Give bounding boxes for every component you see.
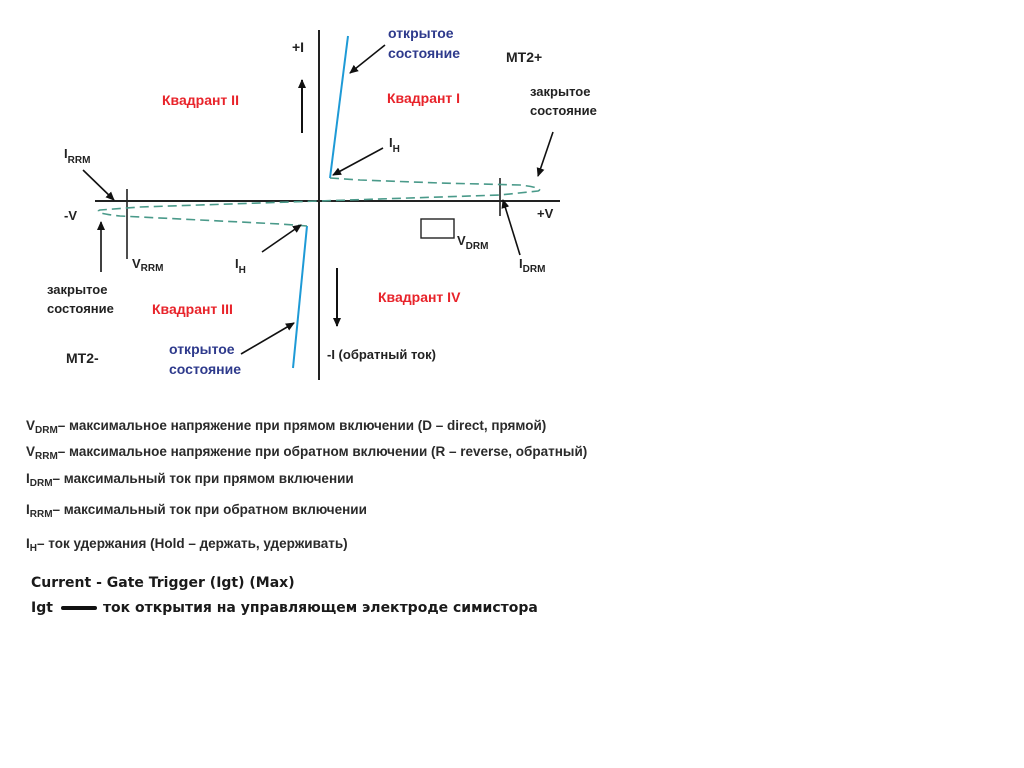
footer-notes: Current - Gate Trigger (Igt) (Max) Igt т… [31,572,651,620]
legend-symbol: VRRM [26,444,58,462]
igt-definition: Igt ток открытия на управляющем электрод… [31,596,651,620]
pointer-irrm [82,169,115,201]
minus-v-label: -V [64,208,77,223]
closed-state-left-line1: закрытое [47,282,107,297]
closed-state-left-line2: состояние [47,301,114,316]
legend-text: – максимальный ток при обратном включени… [52,502,367,517]
legend-symbol: IDRM [26,471,53,489]
legend-text: – ток удержания (Hold – держать, удержив… [37,536,348,551]
triac-vi-characteristic-diagram: +I -I (обратный ток) +V -V Квадрант I Кв… [47,25,597,380]
gate-trigger-heading: Current - Gate Trigger (Igt) (Max) [31,575,295,591]
legend-symbol: IH [26,536,37,554]
quadrant-2-label: Квадрант II [162,92,239,108]
open-state-top-line2: состояние [388,45,460,61]
vdrm-label: VDRM [457,233,488,252]
dash-mark [60,606,97,610]
mt2-minus-label: MT2- [66,350,99,366]
closed-state-right-line2: состояние [530,103,597,118]
pointer-ih-bottom [261,224,302,253]
quadrant-1-label: Квадрант I [387,90,460,106]
vrrm-label: VRRM [132,256,163,274]
legend-row-vdrm: VDRM– максимальное напряжение при прямом… [26,418,546,436]
legend-symbol: VDRM [26,418,58,436]
ih-bottom-label: IH [235,256,246,276]
quadrant-3-label: Квадрант III [152,301,233,317]
quadrant-4-label: Квадрант IV [378,289,461,305]
pointer-open-top [349,44,386,74]
open-state-top-line1: открытое [388,25,454,41]
pointer-idrm [501,199,521,256]
pointer-closed-right [536,131,554,177]
off-state-curve-q1 [318,177,541,202]
legend-row-idrm: IDRM– максимальный ток при прямом включе… [26,471,354,489]
plus-i-label: +I [292,39,304,55]
off-state-curve-q3 [97,200,320,227]
pointer-open-bottom [240,322,295,355]
legend-row-irrm: IRRM– максимальный ток при обратном вклю… [26,502,367,520]
pointer-ih-top [332,147,384,176]
legend-text: – максимальное напряжение при прямом вкл… [57,418,547,433]
irrm-label: IRRM [64,146,90,166]
idrm-label: IDRM [519,256,545,275]
open-state-bottom-line2: состояние [169,361,241,377]
legend-text: – максимальное напряжение при обратном в… [57,444,588,459]
plus-v-label: +V [537,206,554,221]
ih-top-label: IH [389,135,400,155]
on-state-curve-q3 [292,225,308,369]
igt-description: ток открытия на управляющем электроде си… [102,600,538,616]
legend-text: – максимальный ток при прямом включении [52,471,354,486]
on-state-curve-q1 [329,35,349,179]
open-state-bottom-line1: открытое [169,341,235,357]
minus-i-label: -I (обратный ток) [327,347,436,362]
closed-state-right-line1: закрытое [530,84,590,99]
vdrm-box [420,218,455,239]
legend-row-vrrm: VRRM– максимальное напряжение при обратн… [26,444,587,462]
legend-row-ih: IH– ток удержания (Hold – держать, удерж… [26,536,348,554]
legend-symbol: IRRM [26,502,53,520]
mt2-plus-label: MT2+ [506,49,542,65]
igt-label: Igt [31,600,53,616]
